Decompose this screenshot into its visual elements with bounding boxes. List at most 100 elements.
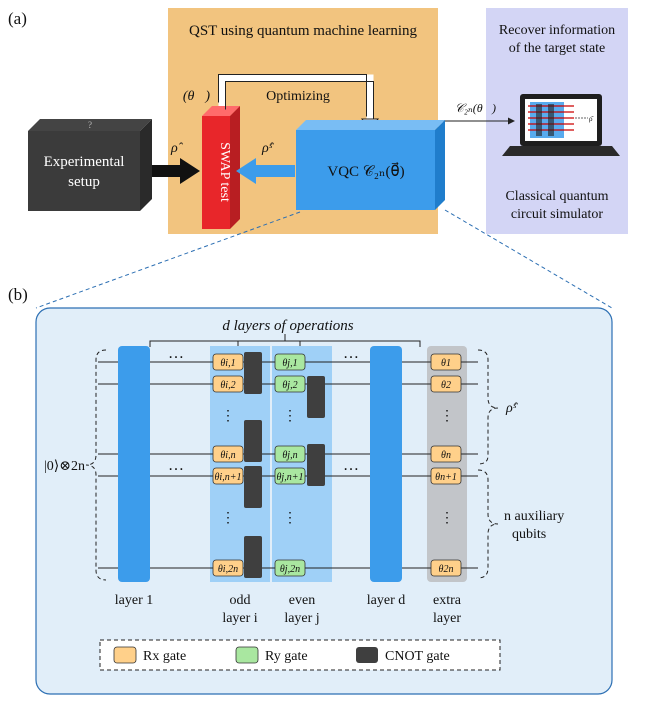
- optimizing-loop-outer: [218, 74, 374, 120]
- odd-label: odd: [230, 593, 251, 608]
- extra-label: extra: [433, 593, 462, 608]
- extra-gate-5: [430, 559, 462, 577]
- odd-gate-3: [212, 445, 244, 463]
- odd-gate-2: [212, 375, 244, 393]
- gate-layer: θi,1 θi,2 θi,n θi,n+1 θi,2n θj,1 θj,2 θj,n θj,n+…: [212, 353, 462, 577]
- cnot-odd-3: [244, 466, 262, 508]
- odd-layer-label: layer i: [222, 611, 257, 626]
- fidelity-label: 𝓕(θ⃗): [172, 89, 210, 104]
- extra-gate-3: [430, 445, 462, 463]
- init-brace: [85, 349, 107, 581]
- extra-gate-label-4: θn+1: [435, 472, 457, 483]
- optimizing-label: Optimizing: [266, 89, 330, 104]
- simulator-line1: Classical quantum: [505, 189, 608, 204]
- extra-gate-1: [430, 353, 462, 371]
- even-gate-label-3: θj,n: [282, 450, 297, 461]
- vqc-block: [296, 120, 445, 210]
- experimental-line2: setup: [68, 174, 100, 190]
- even-gate-label-4: θj,n+1: [277, 472, 304, 483]
- cnot-odd-1: [244, 352, 262, 394]
- even-gate-label-5: θj,2n: [280, 564, 300, 575]
- even-gate-2: [274, 375, 306, 393]
- legend-ry-swatch: [235, 646, 259, 664]
- recover-line2: of the target state: [509, 41, 606, 56]
- vdots-even-1: ⋮: [283, 409, 297, 424]
- panel-b-label: (b): [8, 285, 28, 304]
- extra-gate-4: [430, 467, 462, 485]
- extra-gate-label-1: θ1: [441, 358, 451, 369]
- rho-arrow: [152, 158, 200, 184]
- optimizing-loop-edge1: [218, 74, 367, 117]
- odd-gate-label-2: θi,2: [220, 380, 235, 391]
- legend-box: [99, 639, 501, 671]
- even-layer-label: layer j: [284, 611, 319, 626]
- rho-s-label-a: ρ̂ˢ: [261, 141, 275, 156]
- rho-s-arrow: [236, 158, 295, 184]
- legend-rx-swatch: [113, 646, 137, 664]
- hdots-mid-right: …: [343, 457, 359, 474]
- odd-gate-1: [212, 353, 244, 371]
- extra-gate-label-3: θn: [441, 450, 451, 461]
- even-gate-label-2: θj,2: [282, 380, 297, 391]
- qst-title: QST using quantum machine learning: [189, 23, 418, 39]
- even-gate-5: [274, 559, 306, 577]
- c2n-label: 𝒞₂ₙ(θ⃗): [455, 101, 496, 115]
- laptop-icon: ρ̂: [502, 94, 620, 156]
- screen-rho: ρ̂: [589, 115, 594, 123]
- extra-layer-bg: [427, 346, 467, 582]
- layer-1-label: layer 1: [115, 593, 153, 608]
- extra-gate-label-5: θ2n: [439, 564, 454, 575]
- even-gate-4: [274, 467, 306, 485]
- d-layers-label: d layers of operations: [222, 318, 353, 334]
- legend-cnot-swatch: [356, 647, 378, 663]
- vdots-odd-2: ⋮: [221, 511, 235, 526]
- odd-gate-5: [212, 559, 244, 577]
- optimizing-loop-edge2: [225, 81, 374, 124]
- cnot-odd-2: [244, 420, 262, 462]
- vdots-extra-1: ⋮: [440, 409, 454, 424]
- simulator-line2: circuit simulator: [511, 207, 603, 222]
- even-label: even: [289, 593, 315, 608]
- rho-s-brace: [477, 349, 499, 465]
- swap-test-label: SWAP test: [217, 142, 232, 202]
- hdots-mid-left: …: [168, 457, 184, 474]
- zoom-line-right: [444, 209, 613, 309]
- cnot-even-2: [307, 444, 325, 486]
- odd-gate-label-1: θi,1: [220, 358, 235, 369]
- initial-state-label: |0⟩⊗2n: [44, 459, 85, 474]
- even-gate-label-1: θj,1: [282, 358, 297, 369]
- hdots-top-left: …: [168, 345, 184, 362]
- vdots-odd-1: ⋮: [221, 409, 235, 424]
- extra-gate-2: [430, 375, 462, 393]
- recover-line1: Recover information: [499, 23, 615, 38]
- cnot-odd-4: [244, 536, 262, 578]
- vdots-even-2: ⋮: [283, 511, 297, 526]
- odd-gate-label-3: θi,n: [220, 450, 235, 461]
- aux-line2: qubits: [512, 527, 546, 542]
- experimental-setup-box: [28, 119, 152, 211]
- even-gate-3: [274, 445, 306, 463]
- layer-d-label: layer d: [367, 593, 405, 608]
- vqc-label: VQC 𝒞₂ₙ(θ⃗): [327, 161, 404, 180]
- aux-line1: n auxiliary: [504, 509, 564, 524]
- cnot-even-1: [307, 376, 325, 418]
- panel-a-label: (a): [8, 9, 27, 28]
- odd-gate-4: [212, 467, 244, 485]
- odd-gate-label-5: θi,2n: [218, 564, 238, 575]
- layer-1-block: [118, 346, 150, 582]
- legend-cnot-label: CNOT gate: [385, 649, 450, 664]
- experimental-line1: Experimental: [44, 154, 125, 170]
- layer-d-block: [370, 346, 402, 582]
- vdots-extra-2: ⋮: [440, 511, 454, 526]
- aux-brace: [477, 469, 499, 579]
- d-layers-bracket: [149, 334, 421, 347]
- extra-layer-label: layer: [433, 611, 461, 626]
- rho-s-label-b: ρ̂ˢ: [505, 401, 519, 416]
- legend-ry-label: Ry gate: [265, 649, 308, 664]
- swap-test-block: [202, 106, 240, 229]
- odd-gate-label-4: θi,n+1: [215, 472, 242, 483]
- even-gate-1: [274, 353, 306, 371]
- hdots-top-right: …: [343, 345, 359, 362]
- extra-gate-label-2: θ2: [441, 380, 451, 391]
